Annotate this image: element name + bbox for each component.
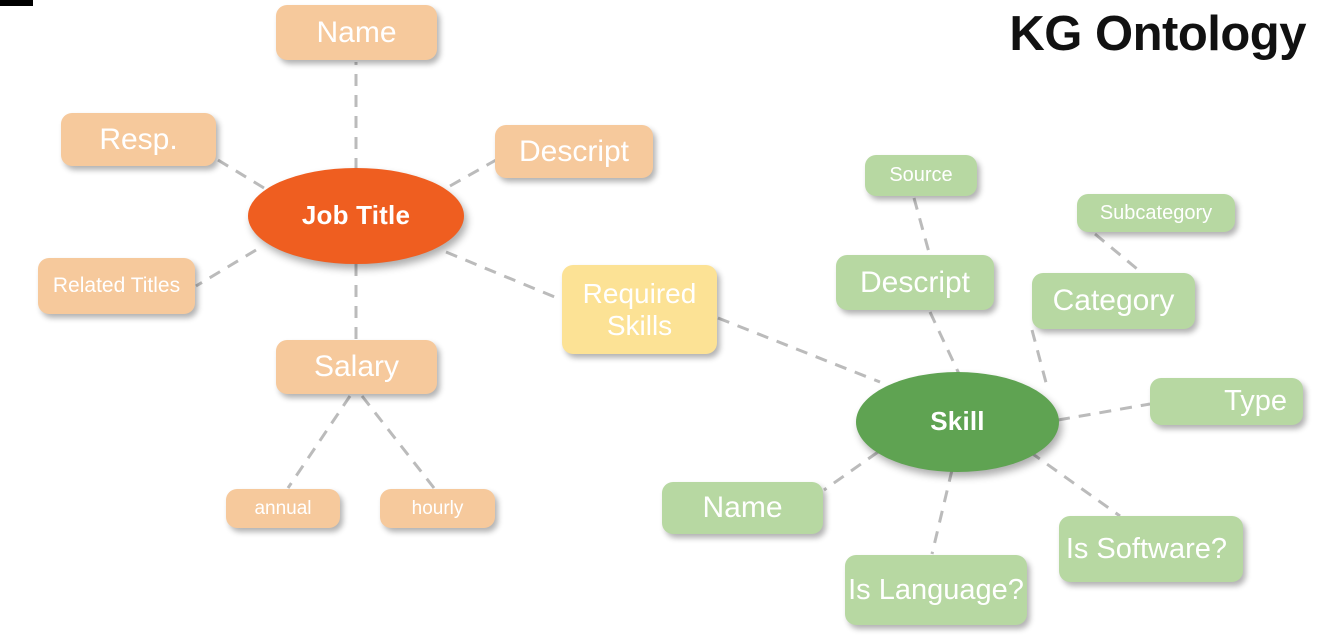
edge-skill-to-source_via_descript: [912, 197, 932, 257]
edge-salary-to-hourly: [360, 395, 436, 489]
node-label: Required Skills: [582, 278, 697, 341]
node-label: Name: [702, 491, 783, 525]
node-label: Descript: [518, 134, 630, 168]
edge-skill-to-is_software: [1029, 450, 1121, 518]
node-source[interactable]: Source: [865, 155, 977, 196]
edge-skill-to-name_skill: [823, 450, 879, 492]
node-label: Descript: [859, 265, 971, 299]
node-descript_skill[interactable]: Descript: [836, 255, 994, 310]
node-category[interactable]: Category: [1032, 273, 1195, 329]
node-label: Skill: [930, 406, 985, 437]
node-label: Name: [316, 15, 397, 49]
node-resp[interactable]: Resp.: [61, 113, 216, 166]
edge-job_title-to-resp: [217, 158, 265, 190]
node-label: Related Titles: [52, 274, 181, 298]
node-label: Type: [1224, 385, 1287, 418]
node-salary[interactable]: Salary: [276, 340, 437, 394]
edge-job_title-to-required_skills: [445, 250, 563, 302]
edge-salary-to-annual: [286, 395, 352, 489]
node-subcategory[interactable]: Subcategory: [1077, 194, 1235, 232]
node-label: Job Title: [301, 200, 411, 231]
node-label: Is Software?: [1065, 532, 1227, 565]
node-is_software[interactable]: Is Software?: [1059, 516, 1243, 582]
edge-skill-to-type: [1057, 402, 1151, 422]
node-is_language[interactable]: Is Language?: [845, 555, 1027, 625]
node-label: Salary: [313, 350, 400, 384]
node-label: annual: [254, 497, 312, 519]
node-name_skill[interactable]: Name: [662, 482, 823, 534]
node-name_job[interactable]: Name: [276, 5, 437, 60]
node-hourly[interactable]: hourly: [380, 489, 495, 528]
node-label: Is Language?: [848, 573, 1024, 606]
edge-job_title-to-descript_job: [449, 158, 497, 188]
node-label: Category: [1052, 284, 1175, 318]
node-annual[interactable]: annual: [226, 489, 340, 528]
node-label: Subcategory: [1099, 201, 1213, 224]
node-related_titles[interactable]: Related Titles: [38, 258, 195, 314]
edge-required_skills-to-skill: [717, 316, 881, 384]
edge-skill-to-descript_skill: [928, 311, 962, 377]
edge-skill-to-is_language: [930, 469, 954, 555]
node-required_skills[interactable]: Required Skills: [562, 265, 717, 354]
node-job_title[interactable]: Job Title: [248, 168, 464, 264]
node-label: Resp.: [99, 122, 178, 156]
edge-skill-to-subcategory: [1094, 232, 1149, 280]
corner-marker: [0, 0, 33, 6]
node-descript_job[interactable]: Descript: [495, 125, 653, 178]
edge-job_title-to-related_titles: [195, 248, 257, 288]
node-skill[interactable]: Skill: [856, 372, 1059, 472]
page-title: KG Ontology: [1009, 7, 1306, 61]
node-label: Source: [889, 164, 953, 187]
edge-skill-to-category: [1030, 329, 1050, 391]
node-label: hourly: [411, 497, 464, 519]
node-type[interactable]: Type: [1150, 378, 1303, 425]
